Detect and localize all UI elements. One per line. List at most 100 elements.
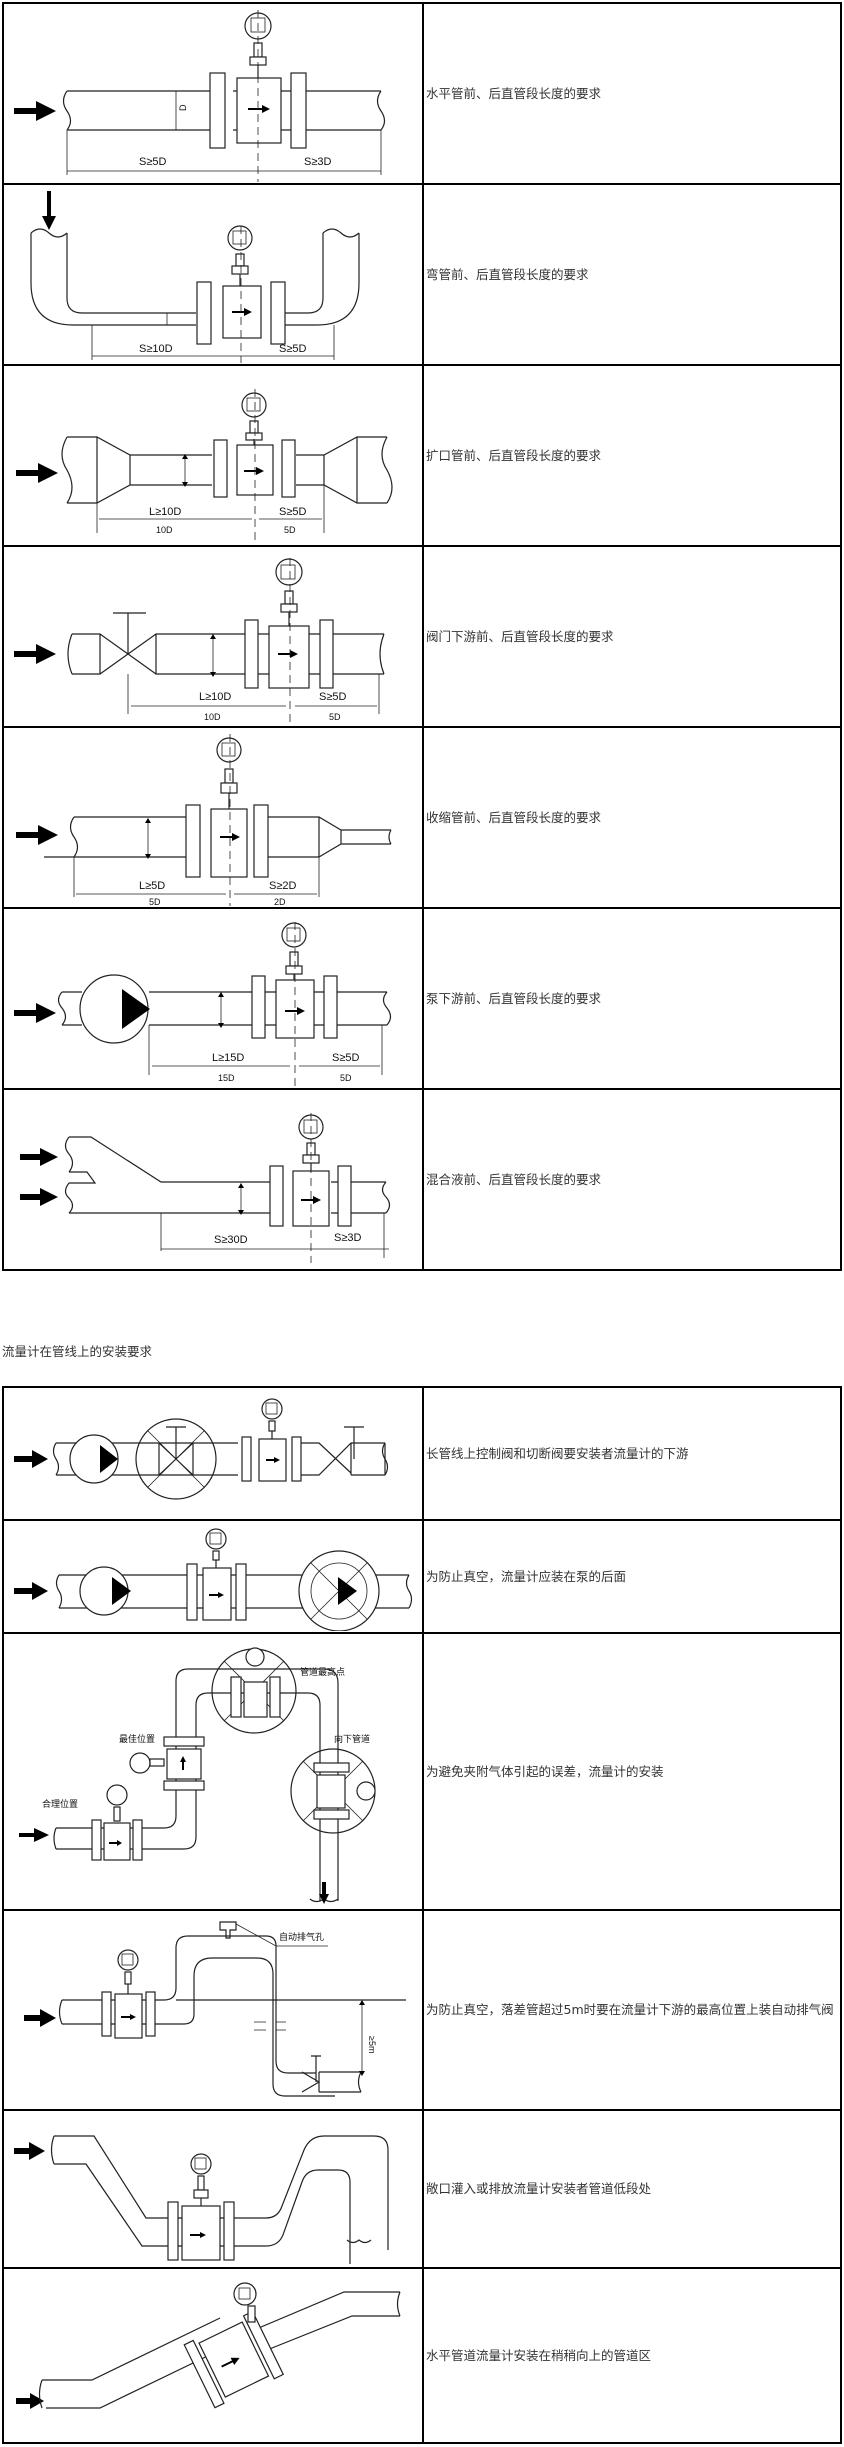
diagram-slightly-upward [2,2267,424,2444]
diagram-expander-pipe: L≥10D S≥5D 10D 5D [2,364,424,547]
row-description: 为防止真空，落差管超过5m时要在流量计下游的最高位置上装自动排气阀 [422,1909,842,2111]
table-row: L≥15D S≥5D 15D 5D 泵下游前、后直管段长度的要求 [2,907,842,1090]
flow-arrow-icon [16,2393,44,2409]
dimension-label: 5D [284,525,296,535]
dimension-label: S≥5D [139,156,166,168]
dimension-label: 5D [329,712,341,722]
label-height: ≥5m [367,2036,377,2053]
table-row: L≥5D S≥2D 5D 2D 收缩管前、后直管段长度的要求 [2,726,842,909]
dimension-label: L≥5D [139,880,165,892]
row-description: 敞口灌入或排放流量计安装者管道低段处 [422,2109,842,2269]
table-row: 敞口灌入或排放流量计安装者管道低段处 [2,2109,842,2269]
transmitter-icon [233,2282,257,2323]
table-row: L≥10D S≥5D 10D 5D 扩口管前、后直管段长度的要求 [2,364,842,547]
row-description: 弯管前、后直管段长度的要求 [422,183,842,366]
transmitter-icon [190,2153,212,2206]
flow-arrow-icon [16,463,58,483]
row-description: 收缩管前、后直管段长度的要求 [422,726,842,909]
diagram-horizontal-pipe: D S≥5D S≥3D [2,2,424,185]
dimension-label: L≥15D [212,1052,244,1064]
transmitter-icon [205,1528,227,1568]
table-row: 水平管道流量计安装在稍稍向上的管道区 [2,2267,842,2444]
diagram-reducer-pipe: L≥5D S≥2D 5D 2D [2,726,424,909]
dimension-label: L≥10D [199,691,231,703]
section-heading: 流量计在管线上的安装要求 [2,1344,153,1359]
label-reasonable-position: 合理位置 [42,1798,78,1809]
flow-arrow-icon [20,1188,58,1206]
straight-pipe-requirements-table: D S≥5D S≥3D 水平管前、后直管段长度的要求 [2,2,842,1271]
diagram-pump-downstream: L≥15D S≥5D 15D 5D [2,907,424,1090]
flow-arrow-icon [14,644,56,664]
pump-icon [69,1434,119,1484]
flow-arrow-icon [42,191,56,230]
table-row: 为防止真空，流量计应装在泵的后面 [2,1519,842,1634]
dimension-label: S≥30D [214,1234,248,1246]
dimension-label: 15D [218,1073,235,1083]
table-row: 长管线上控制阀和切断阀要安装者流量计的下游 [2,1386,842,1521]
label-downward-pipe: 向下管道 [334,1733,370,1744]
diameter-label: D [178,104,188,111]
dimension-label: S≥3D [334,1232,361,1244]
transmitter-icon [275,558,303,626]
flowmeter-inclined [183,2310,285,2409]
table-row: L≥10D S≥5D 10D 5D 阀门下游前、后直管段长度的要求 [2,545,842,728]
row-description: 为避免夹附气体引起的误差，流量计的安装 [422,1632,842,1911]
dimension-label: 10D [156,525,173,535]
dimension-label: S≥2D [269,880,296,892]
label-highest-point: 管道最高点 [300,1666,345,1677]
table-row: S≥30D S≥3D 混合液前、后直管段长度的要求 [2,1088,842,1271]
dimension-label: S≥5D [279,506,306,518]
row-description: 水平管前、后直管段长度的要求 [422,2,842,185]
flow-arrow-icon [319,1882,329,1904]
dimension-label: S≥3D [304,156,331,168]
table-row: S≥10D S≥5D 弯管前、后直管段长度的要求 [2,183,842,366]
flow-arrow-icon [16,825,58,845]
vent-icon [219,1921,237,1939]
dimension-label: L≥10D [149,506,181,518]
flowmeter-best-position [129,1736,205,1791]
label-auto-vent: 自动排气孔 [279,1931,324,1942]
row-description: 泵下游前、后直管段长度的要求 [422,907,842,1090]
flow-arrow-icon [19,1828,49,1842]
dimension-label: S≥10D [139,343,173,355]
flow-arrow-icon [14,2142,45,2160]
transmitter-icon [216,737,242,809]
flow-arrow-icon [14,1003,56,1023]
flow-arrow-icon [14,1450,48,1468]
diagram-open-discharge [2,2109,424,2269]
crossed-highest-point [211,1647,297,1734]
valve-handle-icon [113,612,146,654]
dimension-label: 10D [204,712,221,722]
label-best-position: 最佳位置 [119,1733,155,1744]
transmitter-icon [241,392,267,445]
dimension-label: 2D [274,897,286,906]
valve-handle-icon [344,1426,364,1459]
transmitter-icon [261,1398,283,1439]
dimension-label: 5D [149,897,161,906]
flowmeter-reasonable-position [91,1784,143,1861]
pump-icon [79,974,150,1044]
table-row: 自动排气孔 ≥5m 为防止真空，落差管超过5m时要在流量计下游的最高位置上装自动… [2,1909,842,2111]
diagram-auto-vent: 自动排气孔 ≥5m [2,1909,424,2111]
crossed-downward-pipe [290,1748,376,1834]
row-description: 扩口管前、后直管段长度的要求 [422,364,842,547]
flow-arrow-icon [24,2009,56,2027]
flow-arrow-icon [20,1148,58,1166]
diagram-mixed-liquid: S≥30D S≥3D [2,1088,424,1271]
row-description: 为防止真空，流量计应装在泵的后面 [422,1519,842,1634]
table-row: 管道最高点 最佳位置 合理位置 向下管道 为避免夹附气体引起的误差，流量计的安装 [2,1632,842,1911]
diagram-valves-downstream [2,1386,424,1521]
crossed-pump-icon [298,1550,380,1631]
row-description: 水平管道流量计安装在稍稍向上的管道区 [422,2267,842,2444]
table-row: D S≥5D S≥3D 水平管前、后直管段长度的要求 [2,2,842,185]
diagram-elbow-pipe: S≥10D S≥5D [2,183,424,366]
transmitter-icon [281,922,307,980]
diagram-avoid-entrapped-gas: 管道最高点 最佳位置 合理位置 向下管道 [2,1632,424,1911]
diagram-valve-downstream: L≥10D S≥5D 10D 5D [2,545,424,728]
row-description: 阀门下游前、后直管段长度的要求 [422,545,842,728]
row-description: 长管线上控制阀和切断阀要安装者流量计的下游 [422,1386,842,1521]
row-description: 混合液前、后直管段长度的要求 [422,1088,842,1271]
installation-requirements-table: 长管线上控制阀和切断阀要安装者流量计的下游 为防止真空，流量计应装在泵的后面 [2,1386,842,2444]
flow-arrow-icon [14,1582,48,1600]
dimension-label: S≥5D [279,343,306,355]
